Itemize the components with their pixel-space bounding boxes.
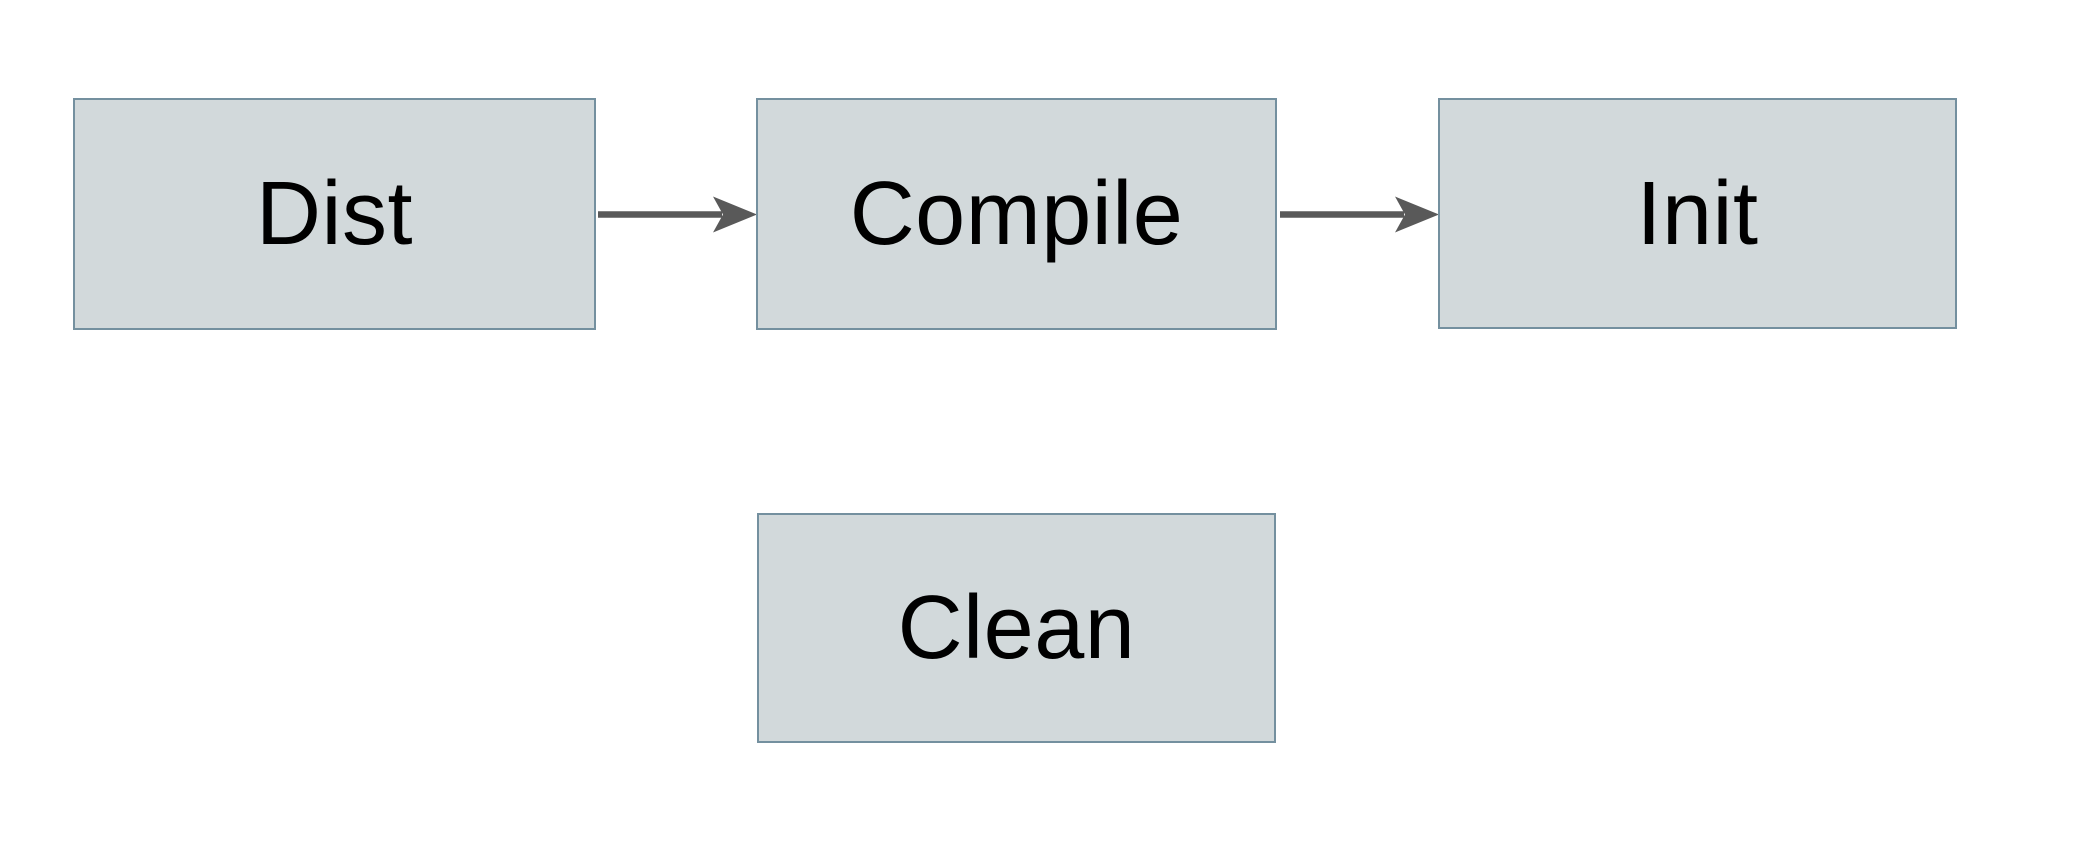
node-compile-label: Compile bbox=[849, 164, 1184, 264]
node-dist[interactable]: Dist bbox=[73, 98, 596, 330]
node-clean-label: Clean bbox=[897, 578, 1136, 678]
arrow-compile-to-init bbox=[1280, 196, 1439, 233]
node-compile[interactable]: Compile bbox=[756, 98, 1277, 330]
node-dist-label: Dist bbox=[256, 164, 413, 264]
arrow-dist-to-compile bbox=[598, 196, 757, 233]
node-clean[interactable]: Clean bbox=[757, 513, 1276, 743]
node-init-label: Init bbox=[1636, 163, 1759, 264]
node-init[interactable]: Init bbox=[1438, 98, 1957, 329]
